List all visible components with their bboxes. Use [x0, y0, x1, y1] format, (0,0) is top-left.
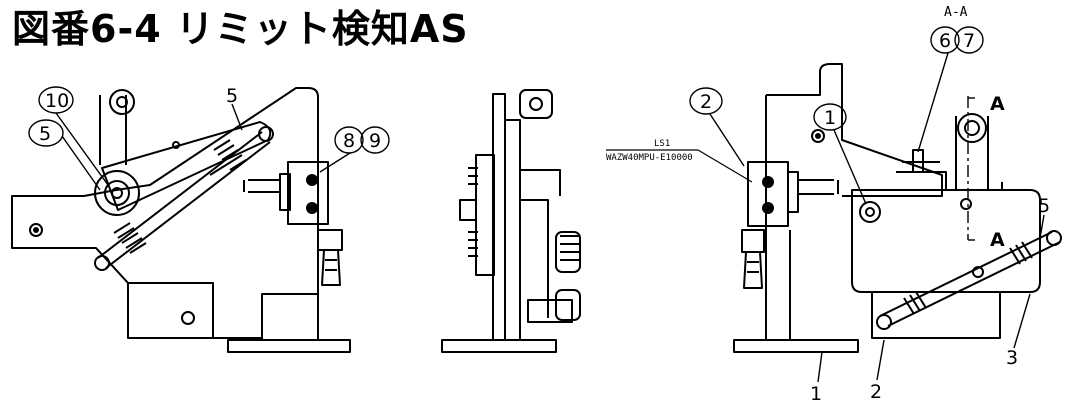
right-limit-switch-body [747, 161, 789, 227]
left-limit-switch-body [287, 161, 329, 225]
right-spring-end-a [876, 314, 892, 330]
side-bearing-top [519, 89, 553, 119]
right-spring-rod [879, 231, 1061, 327]
left-spring-coils-lower [113, 222, 147, 254]
right-pin-1 [859, 201, 881, 223]
callout-9-bubble [360, 126, 390, 154]
left-upper-arm [99, 95, 127, 165]
callout-5b-label: 5 [226, 85, 238, 107]
switch-part-number: WAZW40MPU-E10000 [606, 153, 693, 163]
callout-7-label: 7 [963, 30, 975, 52]
callout-2-label: 2 [700, 91, 712, 113]
callout-5r-label: 5 [1038, 195, 1050, 217]
right-spring-end-b [1046, 230, 1062, 246]
right-lower-plate [871, 292, 1001, 339]
callout-8-label: 8 [343, 130, 355, 152]
side-view [441, 89, 581, 353]
right-plate-hole [811, 129, 825, 143]
callout-1-bubble [813, 103, 847, 131]
callout-6-label: 6 [939, 30, 951, 52]
left-plate-hole [181, 311, 195, 325]
side-spring-coils [468, 167, 478, 257]
left-switch-connector [317, 229, 343, 251]
right-view [606, 63, 1062, 353]
side-base-foot [441, 339, 557, 353]
right-upper-arm [955, 116, 1003, 191]
part-3-label: 3 [1006, 347, 1018, 369]
right-spring-coils [903, 241, 1033, 315]
figure-title: 図番6-4 リミット検知AS [12, 7, 469, 51]
left-lever [101, 121, 272, 211]
callout-2-bubble [689, 87, 723, 115]
ls1-label: LS1 [654, 139, 670, 149]
right-tall-plate [766, 63, 943, 197]
left-base-foot [227, 339, 351, 353]
left-plate-hole-small [29, 223, 43, 237]
left-spring-coils-upper [209, 139, 247, 176]
section-mark-bottom: A [990, 229, 1005, 251]
part-1-label: 1 [810, 383, 822, 405]
part-2-label: 2 [870, 381, 882, 403]
callout-7-bubble [954, 26, 984, 54]
left-upper-pulley [109, 89, 135, 115]
callout-9-label: 9 [369, 130, 381, 152]
left-front-view [11, 87, 351, 353]
right-main-plate [851, 189, 1041, 293]
callout-5-label: 5 [39, 123, 51, 145]
section-mark-top: A [990, 93, 1005, 115]
left-lower-plate [127, 283, 213, 339]
callout-1-label: 1 [824, 107, 836, 129]
left-spring-end [94, 255, 110, 271]
callout-10-label: 10 [45, 90, 69, 112]
left-main-plate [11, 87, 319, 339]
right-upper-pulley [957, 113, 987, 143]
left-pivot-wheel [94, 170, 140, 216]
callout-6-bubble [930, 26, 960, 54]
right-arm-hole [960, 198, 972, 210]
section-view-label: A-A [944, 5, 968, 20]
right-switch-connector [741, 229, 765, 253]
left-spring-rod [97, 131, 271, 269]
callout-5-bubble [28, 119, 64, 147]
right-base-foot [733, 339, 859, 353]
